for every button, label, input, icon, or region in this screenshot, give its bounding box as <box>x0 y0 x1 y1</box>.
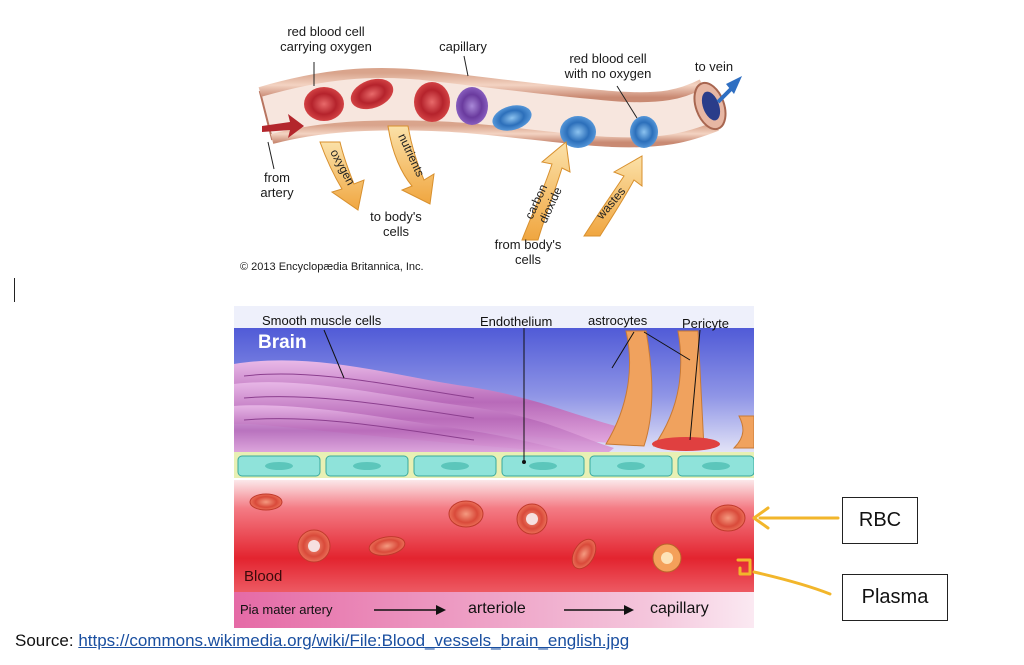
plasma-annotation-line <box>752 570 832 596</box>
plasma-label-box: Plasma <box>842 574 948 621</box>
label-to-vein: to vein <box>694 59 734 74</box>
from-artery-arrow <box>262 114 304 138</box>
label-endothelium: Endothelium <box>480 314 553 329</box>
label-pericyte: Pericyte <box>682 316 729 331</box>
label-blood: Blood <box>244 568 283 585</box>
blood-rbcs <box>249 493 746 573</box>
rbc-oxygenated <box>414 82 450 122</box>
annotation-marks <box>736 506 840 596</box>
capillary-diagram: oxygen nutrients carbon dioxide wastes <box>258 55 742 241</box>
nutrients-arrow <box>387 125 435 205</box>
to-vein-arrow <box>726 76 742 94</box>
label-capillary-bottom: capillary <box>650 600 709 617</box>
label-arteriole: arteriole <box>468 600 526 617</box>
rbc-oxygenated <box>350 78 394 110</box>
endothelium <box>234 452 754 478</box>
arrow-to-capillary <box>624 605 634 615</box>
pericyte <box>652 437 720 451</box>
label-smooth-muscle: Smooth muscle cells <box>262 313 382 328</box>
oxygen-arrow <box>319 141 365 211</box>
label-from-artery: from artery <box>260 170 294 200</box>
rbc-label: RBC <box>858 509 902 531</box>
rbc-label-box: RBC <box>842 497 918 544</box>
plasma-annotation-mark <box>736 558 752 576</box>
pia-mater-band <box>234 592 754 628</box>
label-rbc-no-oxygen: red blood cell with no oxygen <box>564 51 652 81</box>
label-capillary: capillary <box>439 39 487 54</box>
text-cursor <box>14 278 15 302</box>
copyright-text: © 2013 Encyclopædia Britannica, Inc. <box>240 261 424 273</box>
label-astrocytes: astrocytes <box>588 313 648 328</box>
rbc-deoxygenated <box>560 116 596 148</box>
label-to-body-cells: to body's cells <box>370 209 422 239</box>
source-prefix: Source: <box>15 631 79 650</box>
brain-vessel-diagram <box>234 306 754 628</box>
source-line: Source: https://commons.wikimedia.org/wi… <box>15 631 629 651</box>
source-link[interactable]: https://commons.wikimedia.org/wiki/File:… <box>78 631 630 650</box>
label-from-body-cells: from body's cells <box>494 237 562 267</box>
label-rbc-oxygen: red blood cell carrying oxygen <box>280 24 372 54</box>
arrow-to-arteriole <box>436 605 446 615</box>
carbon-dioxide-arrow <box>521 141 571 241</box>
label-brain: Brain <box>258 332 307 353</box>
rbc-deoxygenated <box>630 116 658 148</box>
rbc-oxygenated <box>304 87 344 121</box>
plasma-label: Plasma <box>861 586 929 608</box>
label-pia-mater: Pia mater artery <box>240 602 333 617</box>
smooth-muscle-cells <box>234 360 624 456</box>
wastes-arrow <box>583 155 643 237</box>
rbc-transition <box>456 87 488 125</box>
rbc-deoxygenated <box>492 105 532 131</box>
